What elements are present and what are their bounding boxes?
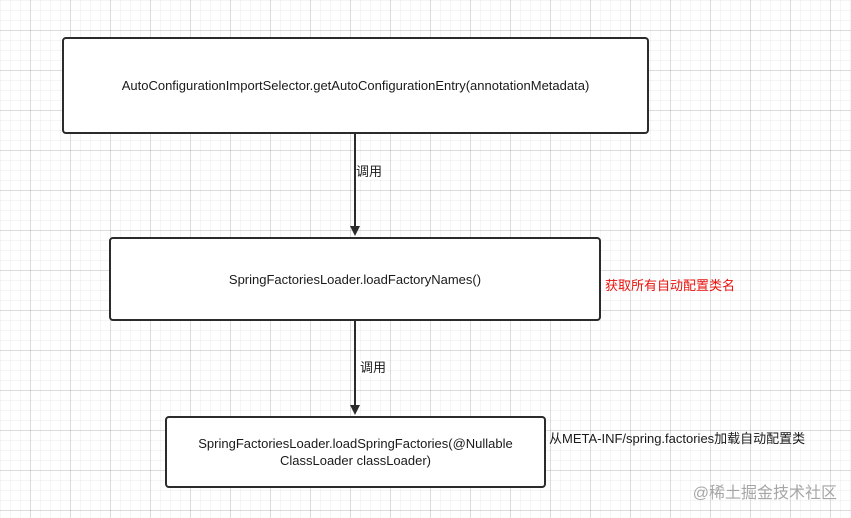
node-load-spring-factories[interactable]: SpringFactoriesLoader.loadSpringFactorie… <box>165 416 546 488</box>
node-label: SpringFactoriesLoader.loadFactoryNames() <box>228 271 482 287</box>
node-load-factory-names[interactable]: SpringFactoriesLoader.loadFactoryNames() <box>109 237 601 321</box>
edge-label-call-1: 调用 <box>356 164 383 180</box>
note-get-all-auto-config-class-names: 获取所有自动配置类名 <box>605 278 736 293</box>
node-label: AutoConfigurationImportSelector.getAutoC… <box>121 78 590 93</box>
watermark: @稀土掘金技术社区 <box>692 485 837 502</box>
node-label: SpringFactoriesLoader.loadSpringFactorie… <box>198 436 513 468</box>
node-get-auto-configuration-entry[interactable]: AutoConfigurationImportSelector.getAutoC… <box>62 37 649 134</box>
note-load-from-spring-factories: 从META-INF/spring.factories加载自动配置类 <box>549 431 806 446</box>
edge-label-call-2: 调用 <box>360 360 387 376</box>
